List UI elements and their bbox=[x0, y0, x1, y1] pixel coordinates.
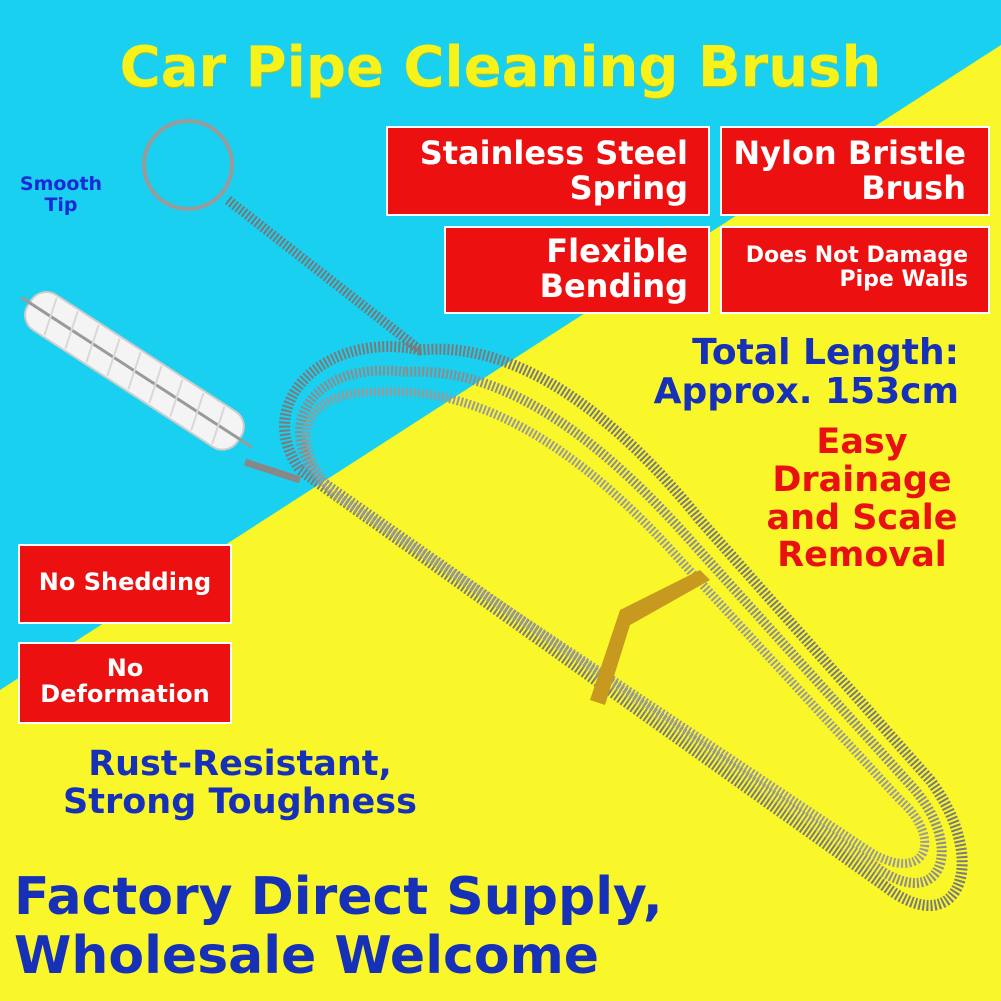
spring-lead bbox=[224, 196, 424, 354]
drainage-line-4: Removal bbox=[777, 535, 947, 576]
brush-stem bbox=[243, 458, 302, 484]
smooth-tip-line-2: Tip bbox=[44, 193, 78, 216]
badge-nylon-bristle: Nylon Bristle Brush bbox=[720, 126, 990, 216]
page-title: Car Pipe Cleaning Brush bbox=[119, 35, 882, 100]
badge-no-damage-line-1: Does Not Damage bbox=[745, 243, 968, 268]
badge-no-deformation-line-1: No bbox=[106, 654, 144, 682]
total-length-line-1: Total Length: bbox=[692, 332, 959, 373]
drainage-line-1: Easy bbox=[816, 422, 908, 462]
smooth-tip-line-1: Smooth bbox=[19, 173, 103, 195]
badge-no-damage-line-2: Pipe Walls bbox=[839, 266, 969, 292]
spring-coil-middle bbox=[295, 365, 947, 888]
drainage-label: Easy Drainage and Scale Removal bbox=[756, 422, 968, 576]
badge-no-deformation-line-2: Deformation bbox=[40, 679, 210, 708]
factory-line-2: Wholesale Welcome bbox=[14, 926, 600, 987]
rust-line-1: Rust-Resistant, bbox=[88, 744, 392, 784]
total-length-label: Total Length: Approx. 153cm bbox=[653, 332, 959, 412]
ring-handle-icon bbox=[142, 119, 234, 211]
drainage-line-2: Drainage bbox=[772, 459, 952, 500]
nylon-brush-icon bbox=[20, 291, 253, 451]
factory-line-1: Factory Direct Supply, bbox=[14, 867, 663, 927]
rust-line-2: Strong Toughness bbox=[63, 781, 417, 822]
spring-coil-inner bbox=[301, 387, 930, 868]
badge-stainless-steel: Stainless Steel Spring bbox=[386, 126, 710, 216]
badge-nylon-line-1: Nylon Bristle bbox=[733, 134, 966, 172]
badge-stainless-line-2: Spring bbox=[569, 168, 688, 207]
rust-resistant-label: Rust-Resistant, Strong Toughness bbox=[20, 744, 460, 822]
badge-nylon-line-2: Brush bbox=[861, 168, 966, 207]
badge-stainless-line-1: Stainless Steel bbox=[419, 134, 688, 172]
factory-label: Factory Direct Supply, Wholesale Welcome bbox=[14, 867, 663, 987]
badge-flexible-line-1: Flexible bbox=[546, 232, 688, 270]
badge-no-deformation: No Deformation bbox=[18, 642, 232, 724]
badge-flexible-line-2: Bending bbox=[539, 266, 688, 305]
badge-no-damage: Does Not Damage Pipe Walls bbox=[720, 226, 990, 314]
badge-flexible-bending: Flexible Bending bbox=[444, 226, 710, 314]
gold-clip-icon bbox=[590, 570, 710, 705]
smooth-tip-label: Smooth Tip bbox=[8, 174, 114, 215]
badge-no-shedding: No Shedding bbox=[18, 544, 232, 624]
total-length-line-2: Approx. 153cm bbox=[653, 370, 959, 412]
drainage-line-3: and Scale bbox=[766, 497, 958, 538]
